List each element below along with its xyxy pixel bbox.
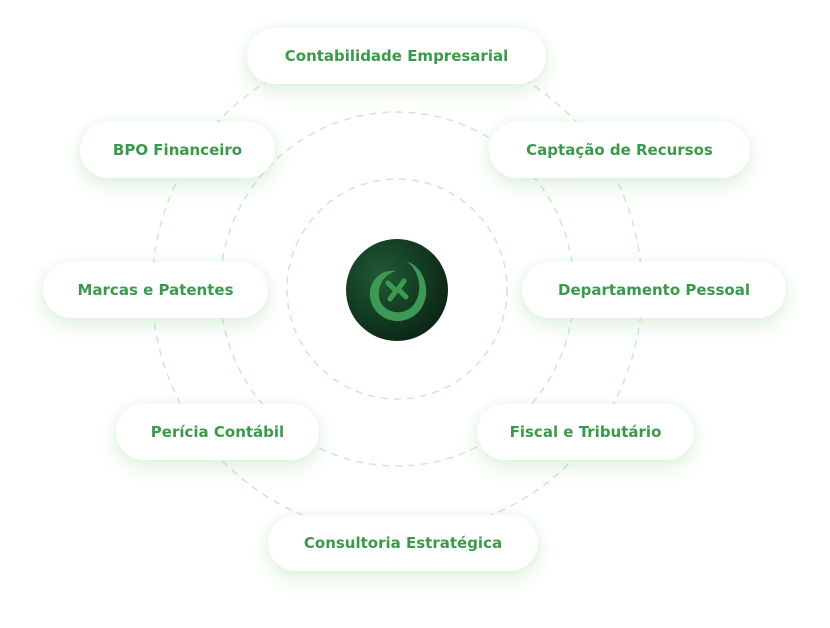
service-contabilidade-empresarial[interactable]: Contabilidade Empresarial (247, 28, 546, 84)
service-label: Departamento Pessoal (558, 281, 750, 299)
center-logo (346, 239, 448, 341)
service-label: Contabilidade Empresarial (284, 47, 509, 65)
service-label: Perícia Contábil (150, 423, 285, 441)
service-captacao-recursos[interactable]: Captação de Recursos (489, 122, 750, 178)
service-fiscal-tributario[interactable]: Fiscal e Tributário (477, 404, 694, 460)
service-marcas-patentes[interactable]: Marcas e Patentes (43, 262, 268, 318)
service-consultoria-estrategica[interactable]: Consultoria Estratégica (268, 515, 538, 571)
logo-icon (369, 261, 427, 322)
service-label: Marcas e Patentes (77, 281, 234, 299)
service-label: BPO Financeiro (112, 141, 243, 159)
service-label: Captação de Recursos (526, 141, 713, 159)
service-label: Fiscal e Tributário (509, 423, 662, 441)
service-bpo-financeiro[interactable]: BPO Financeiro (80, 122, 275, 178)
service-pericia-contabil[interactable]: Perícia Contábil (116, 404, 319, 460)
service-label: Consultoria Estratégica (303, 534, 503, 552)
service-departamento-pessoal[interactable]: Departamento Pessoal (522, 262, 786, 318)
